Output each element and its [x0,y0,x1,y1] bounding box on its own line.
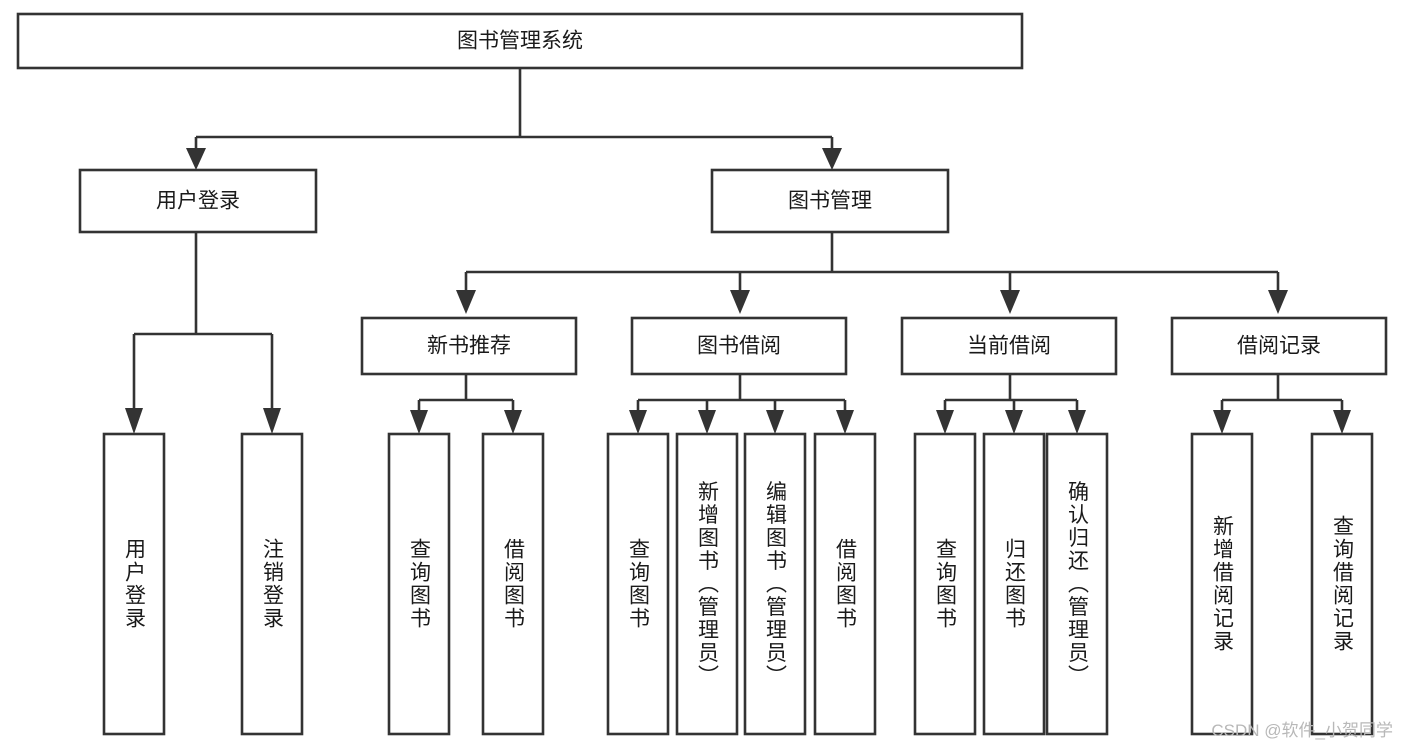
node-leaf-query-book-1-label: 查询图书 [408,538,432,630]
node-book-manage-box[interactable] [710,168,950,234]
node-leaf-query-record-label: 查询借阅记录 [1331,515,1355,653]
node-leaf-query-book-1-box[interactable] [387,432,451,736]
connector-group-book-manage [456,232,1288,314]
node-leaf-return-book-label: 归还图书 [1003,538,1027,630]
node-leaf-query-book-3-label: 查询图书 [934,538,958,630]
node-leaf-add-book[interactable]: 新增图书（管理员） [675,432,739,736]
node-current-borrow-box[interactable] [900,316,1118,376]
node-book-borrow-label: 图书借阅 [697,335,781,358]
arrowhead-leaf-borrow-book-2 [836,410,854,434]
arrowhead-leaf-return-book [1005,410,1023,434]
node-leaf-query-book-2-box[interactable] [606,432,670,736]
node-new-book-recommend-box[interactable] [360,316,578,376]
node-book-manage-label: 图书管理 [788,190,872,213]
arrowhead-user-login [186,148,206,170]
node-book-manage[interactable]: 图书管理 [710,168,950,234]
node-new-book-recommend-label: 新书推荐 [427,335,511,358]
node-leaf-add-book-label: 新增图书（管理员） [696,481,720,688]
node-leaf-add-record[interactable]: 新增借阅记录 [1190,432,1254,736]
node-current-borrow-label: 当前借阅 [967,335,1051,358]
node-leaf-return-book[interactable]: 归还图书 [982,432,1046,736]
node-leaf-borrow-book-1-box[interactable] [481,432,545,736]
arrowhead-leaf-borrow-book-1 [504,410,522,434]
node-user-login[interactable]: 用户登录 [78,168,318,234]
node-leaf-user-logout-box[interactable] [240,432,304,736]
node-root-label: 图书管理系统 [457,30,583,53]
arrowhead-leaf-edit-book [766,410,784,434]
arrowhead-borrow-record [1268,290,1288,314]
node-leaf-borrow-book-2-label: 借阅图书 [834,538,858,630]
node-borrow-record[interactable]: 借阅记录 [1170,316,1388,376]
node-leaf-user-login-box[interactable] [102,432,166,736]
node-borrow-record-box[interactable] [1170,316,1388,376]
node-leaf-return-book-box[interactable] [982,432,1046,736]
node-leaf-borrow-book-1-label: 借阅图书 [502,538,526,630]
arrowhead-book-manage [822,148,842,170]
arrowhead-leaf-user-logout [263,408,281,434]
connector-group-borrow-record [1213,374,1351,434]
connector-group-user-login [125,232,281,434]
arrowhead-leaf-add-book [698,410,716,434]
node-leaf-confirm-return[interactable]: 确认归还（管理员） [1045,432,1109,736]
node-user-login-label: 用户登录 [156,190,240,213]
node-current-borrow[interactable]: 当前借阅 [900,316,1118,376]
node-leaf-edit-book[interactable]: 编辑图书（管理员） [743,432,807,736]
node-root[interactable]: 图书管理系统 [16,12,1024,70]
node-leaf-borrow-book-2-box[interactable] [813,432,877,736]
arrowhead-leaf-add-record [1213,410,1231,434]
node-leaf-query-book-1[interactable]: 查询图书 [387,432,451,736]
arrowhead-new-book-recommend [456,290,476,314]
arrowhead-leaf-query-book-1 [410,410,428,434]
node-root-box[interactable] [16,12,1024,70]
node-book-borrow[interactable]: 图书借阅 [630,316,848,376]
node-leaf-borrow-book-2[interactable]: 借阅图书 [813,432,877,736]
arrowhead-leaf-query-book-3 [936,410,954,434]
arrowhead-leaf-query-record [1333,410,1351,434]
node-leaf-query-record-box[interactable] [1310,432,1374,736]
node-leaf-query-book-2[interactable]: 查询图书 [606,432,670,736]
node-leaf-user-login[interactable]: 用户登录 [102,432,166,736]
arrowhead-current-borrow [1000,290,1020,314]
node-leaf-add-book-box[interactable] [675,432,739,736]
node-user-login-box[interactable] [78,168,318,234]
connector-group-current-borrow [936,374,1086,434]
node-leaf-user-logout-label: 注销登录 [261,538,285,630]
node-leaf-query-book-2-label: 查询图书 [627,538,651,630]
node-leaf-user-login-label: 用户登录 [123,538,147,630]
arrowhead-leaf-user-login [125,408,143,434]
connector-group-new-book-recommend [410,374,522,434]
node-leaf-add-record-box[interactable] [1190,432,1254,736]
connector-group-root [186,68,842,170]
arrowhead-leaf-query-book-2 [629,410,647,434]
node-leaf-confirm-return-box[interactable] [1045,432,1109,736]
node-leaf-borrow-book-1[interactable]: 借阅图书 [481,432,545,736]
node-leaf-user-logout[interactable]: 注销登录 [240,432,304,736]
node-leaf-query-record[interactable]: 查询借阅记录 [1310,432,1374,736]
arrowhead-book-borrow [730,290,750,314]
node-leaf-add-record-label: 新增借阅记录 [1211,515,1235,653]
connector-group-book-borrow [629,374,854,434]
node-leaf-confirm-return-label: 确认归还（管理员） [1066,481,1090,688]
node-leaf-query-book-3-box[interactable] [913,432,977,736]
arrowhead-leaf-confirm-return [1068,410,1086,434]
node-book-borrow-box[interactable] [630,316,848,376]
node-leaf-edit-book-label: 编辑图书（管理员） [764,481,788,688]
node-leaf-query-book-3[interactable]: 查询图书 [913,432,977,736]
node-leaf-edit-book-box[interactable] [743,432,807,736]
node-new-book-recommend[interactable]: 新书推荐 [360,316,578,376]
node-borrow-record-label: 借阅记录 [1237,335,1321,358]
